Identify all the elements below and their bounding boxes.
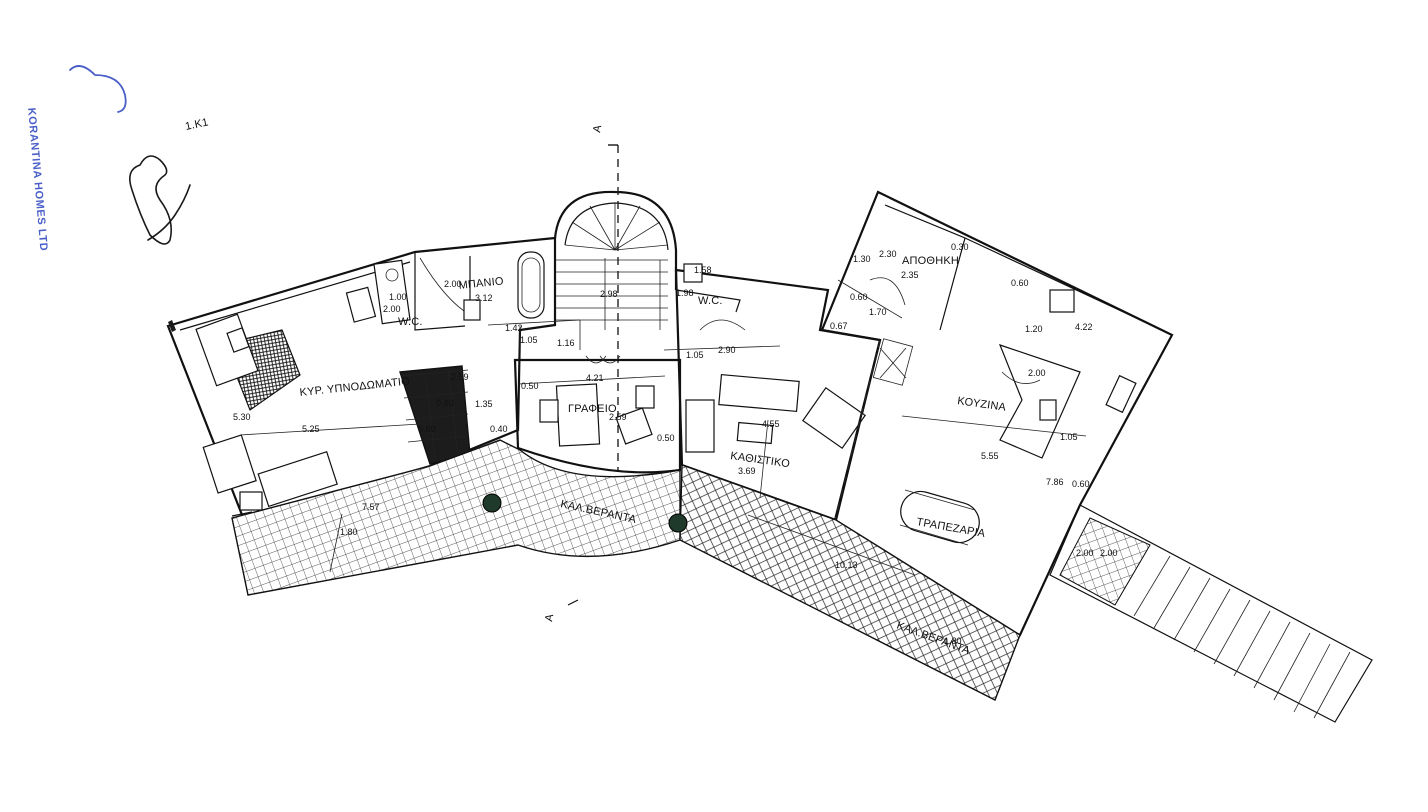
label-kitchen: ΚΟΥΖΙΝΑ bbox=[957, 395, 1008, 414]
svg-text:1.16: 1.16 bbox=[557, 338, 575, 348]
svg-text:3.69: 3.69 bbox=[738, 466, 756, 476]
initials-mark bbox=[69, 65, 127, 113]
svg-text:2.59: 2.59 bbox=[609, 412, 627, 422]
label-office: ΓΡΑΦΕΙΟ bbox=[568, 403, 617, 415]
svg-text:1.80: 1.80 bbox=[944, 636, 962, 646]
svg-text:0.50: 0.50 bbox=[657, 433, 675, 443]
label-bedroom: ΚΥΡ. ΥΠΝΟΔΩΜΑΤΙΟ bbox=[299, 375, 411, 399]
svg-text:0.50: 0.50 bbox=[521, 381, 539, 391]
svg-text:2.30: 2.30 bbox=[879, 249, 897, 259]
svg-text:1.05: 1.05 bbox=[686, 350, 704, 360]
veranda-right bbox=[679, 464, 1021, 701]
svg-text:4.22: 4.22 bbox=[1075, 322, 1093, 332]
svg-text:2.00: 2.00 bbox=[1028, 368, 1046, 378]
svg-text:A: A bbox=[543, 613, 556, 623]
svg-text:7.57: 7.57 bbox=[362, 502, 380, 512]
svg-text:0.40: 0.40 bbox=[436, 398, 454, 408]
stamp-text: KORANTINA HOMES LTD bbox=[25, 107, 50, 252]
label-storage: ΑΠΟΘΗΚΗ bbox=[902, 255, 959, 267]
svg-text:2.00: 2.00 bbox=[444, 279, 462, 289]
svg-text:1.30: 1.30 bbox=[853, 254, 871, 264]
svg-text:1.05: 1.05 bbox=[520, 335, 538, 345]
svg-text:4.21: 4.21 bbox=[586, 373, 604, 383]
section-marker-top: A bbox=[591, 124, 618, 146]
svg-text:1.35: 1.35 bbox=[475, 399, 493, 409]
plant-2 bbox=[668, 513, 688, 533]
svg-text:3.12: 3.12 bbox=[475, 293, 493, 303]
label-wc-right: W.C. bbox=[698, 295, 723, 307]
company-stamp: KORANTINA HOMES LTD bbox=[25, 65, 127, 252]
svg-text:2.00: 2.00 bbox=[1100, 548, 1118, 558]
svg-text:5.30: 5.30 bbox=[233, 412, 251, 422]
svg-text:0.60: 0.60 bbox=[1011, 278, 1029, 288]
veranda-left bbox=[231, 439, 681, 596]
svg-text:5.55: 5.55 bbox=[981, 451, 999, 461]
svg-text:1.80: 1.80 bbox=[340, 527, 358, 537]
svg-text:0.60: 0.60 bbox=[1072, 479, 1090, 489]
svg-text:4.55: 4.55 bbox=[762, 419, 780, 429]
svg-text:5.25: 5.25 bbox=[302, 424, 320, 434]
svg-text:1.00: 1.00 bbox=[389, 292, 407, 302]
plant-1 bbox=[482, 493, 502, 513]
svg-text:2.90: 2.90 bbox=[718, 345, 736, 355]
label-bathroom: ΜΠΑΝΙΟ bbox=[458, 275, 504, 292]
svg-text:2.98: 2.98 bbox=[600, 289, 618, 299]
svg-text:1.20: 1.20 bbox=[1025, 324, 1043, 334]
bathroom bbox=[414, 251, 545, 331]
dimension-labels: 5.30 5.25 7.57 1.80 1.00 2.00 2.00 3.12 … bbox=[233, 242, 1118, 646]
svg-text:0.40: 0.40 bbox=[490, 424, 508, 434]
svg-text:2.00: 2.00 bbox=[383, 304, 401, 314]
svg-text:0.30: 0.30 bbox=[951, 242, 969, 252]
svg-text:10.13: 10.13 bbox=[835, 560, 858, 570]
section-marker-bottom: A bbox=[543, 599, 579, 623]
svg-text:1.98: 1.98 bbox=[676, 288, 694, 298]
signature: 1.K1 bbox=[129, 116, 210, 245]
svg-text:1.42: 1.42 bbox=[505, 323, 523, 333]
svg-text:0.60: 0.60 bbox=[418, 424, 436, 434]
svg-text:1.58: 1.58 bbox=[694, 265, 712, 275]
svg-text:2.00: 2.00 bbox=[1076, 548, 1094, 558]
bedroom-wing bbox=[166, 236, 557, 522]
svg-text:7.86: 7.86 bbox=[1046, 477, 1064, 487]
svg-text:2.35: 2.35 bbox=[901, 270, 919, 280]
svg-text:0.67: 0.67 bbox=[830, 321, 848, 331]
svg-text:1.05: 1.05 bbox=[1060, 432, 1078, 442]
label-wc-left: W.C. bbox=[398, 316, 423, 328]
svg-text:1.70: 1.70 bbox=[869, 307, 887, 317]
exterior-steps bbox=[1049, 504, 1373, 723]
svg-text:A: A bbox=[591, 124, 604, 134]
note-top: 1.K1 bbox=[184, 116, 209, 133]
svg-text:0.60: 0.60 bbox=[850, 292, 868, 302]
svg-text:2.59: 2.59 bbox=[451, 372, 469, 382]
